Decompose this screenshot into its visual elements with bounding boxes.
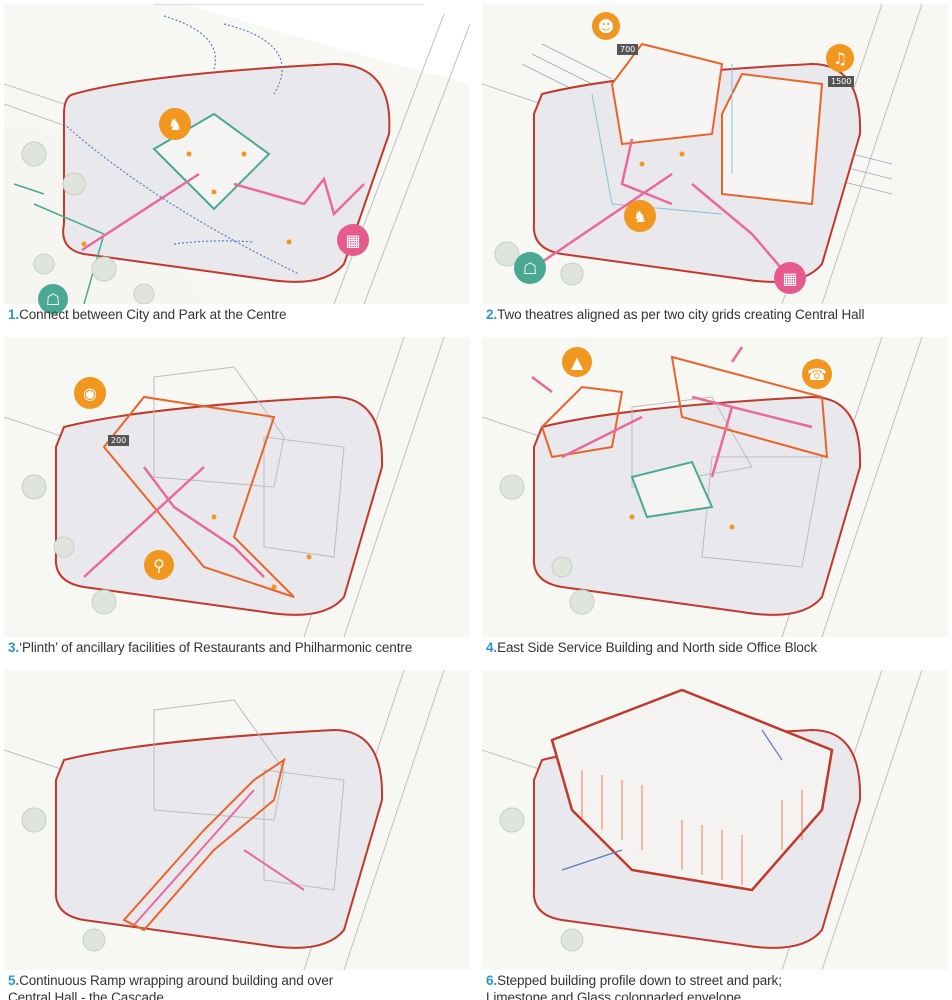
- diagram-panel-5: 5.Continuous Ramp wrapping around buildi…: [4, 670, 470, 1000]
- audience-icon: ◉: [74, 377, 106, 409]
- violin-icon: ♫: [826, 44, 854, 72]
- site-axonometric-3: [4, 337, 470, 637]
- dining-icon: ⚲: [144, 550, 174, 580]
- site-axonometric-5: [4, 670, 470, 970]
- seat-count-tag-1500: 1500: [828, 76, 855, 87]
- site-boundary: [54, 728, 384, 949]
- seat-count-tag-200: 200: [108, 435, 130, 446]
- caption-6: 6.Stepped building profile down to stree…: [486, 973, 782, 1000]
- site-axonometric-6: [482, 670, 948, 970]
- theatre-masks-icon: ☻: [592, 12, 620, 40]
- trees-icon: ☖: [514, 252, 546, 284]
- diagram-panel-3: 200 ◉ ⚲ 3.‘Plinth’ of ancillary faciliti…: [4, 337, 470, 667]
- lamp-icon: ▲: [562, 347, 592, 377]
- large-theatre: [721, 72, 824, 206]
- seat-count-tag-700: 700: [617, 44, 639, 55]
- diagram-panel-1: ♞ ▦ ☖ 1.Connect between City and Park at…: [4, 4, 470, 334]
- office-block: [670, 355, 829, 459]
- city-buildings-icon: ▦: [774, 262, 806, 294]
- site-axonometric-1: [4, 4, 470, 304]
- diagram-panel-2: 700 1500 ☻ ♫ ♞ ☖ ▦ 2.Two theatres aligne…: [482, 4, 948, 334]
- diagram-panel-6: 6.Stepped building profile down to stree…: [482, 670, 948, 1000]
- site-boundary: [54, 395, 384, 616]
- city-buildings-icon: ▦: [337, 224, 369, 256]
- plinth: [102, 395, 295, 598]
- caption-1: 1.Connect between City and Park at the C…: [8, 307, 287, 322]
- site-axonometric-4: [482, 337, 948, 637]
- caption-4: 4.East Side Service Building and North s…: [486, 640, 818, 655]
- performers-icon: ♞: [159, 108, 191, 140]
- service-building: [540, 385, 624, 459]
- diagram-panel-4: ▲ ☎ 4.East Side Service Building and Nor…: [482, 337, 948, 667]
- trees-icon: ☖: [38, 284, 68, 314]
- caption-2: 2.Two theatres aligned as per two city g…: [486, 307, 865, 322]
- caption-5: 5.Continuous Ramp wrapping around buildi…: [8, 973, 334, 1000]
- site-axonometric-2: [482, 4, 948, 304]
- performers-icon: ♞: [624, 200, 656, 232]
- caption-3: 3.‘Plinth’ of ancillary facilities of Re…: [8, 640, 413, 655]
- office-phone-icon: ☎: [802, 359, 832, 389]
- cascade-ramp: [122, 757, 286, 932]
